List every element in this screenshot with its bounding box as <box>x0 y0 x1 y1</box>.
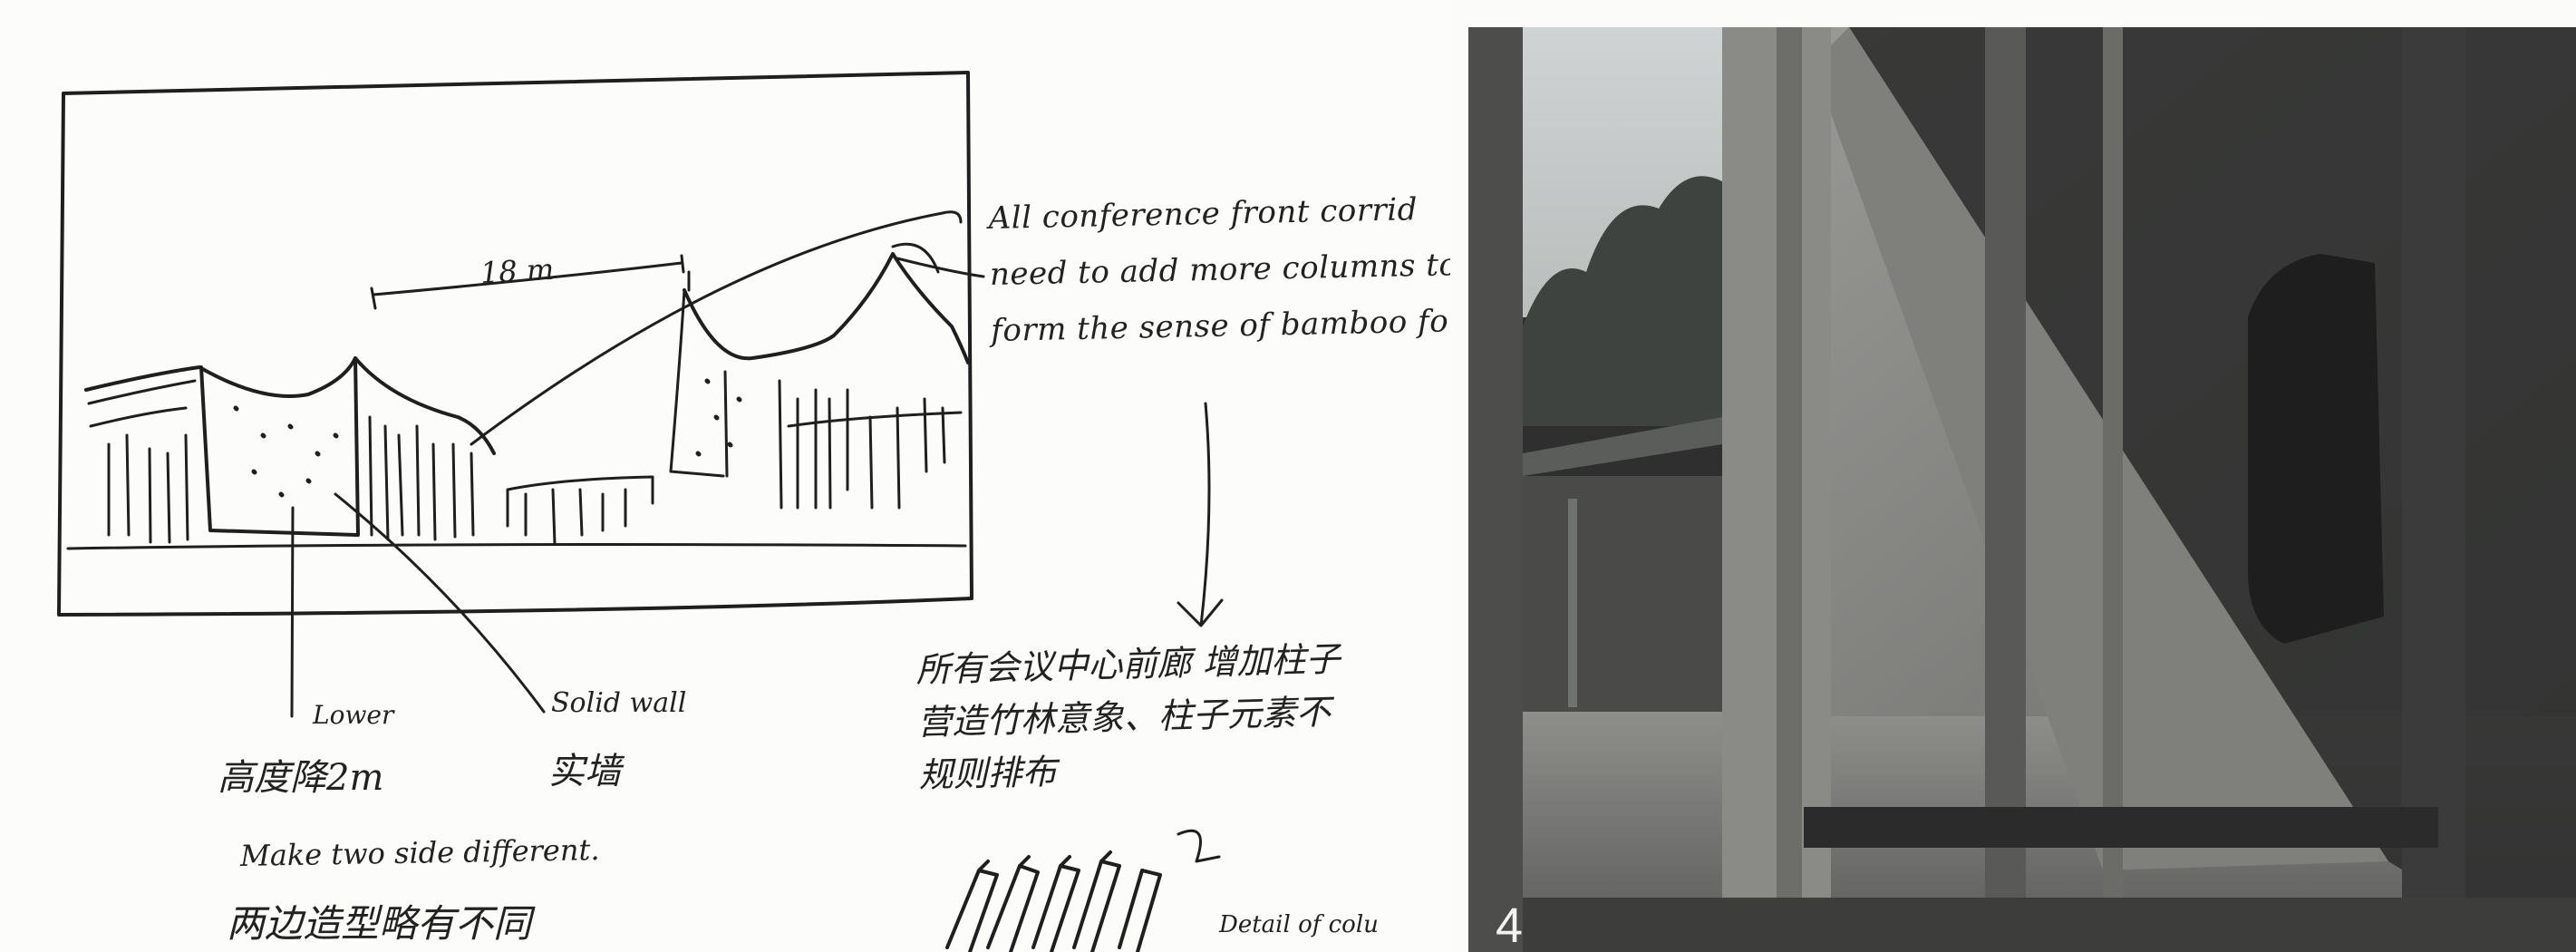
dimension-line <box>372 261 683 296</box>
note-line: need to add more columns to <box>989 247 1450 293</box>
column <box>2402 27 2465 952</box>
ground-line <box>66 543 967 550</box>
note-leader-line <box>470 210 963 446</box>
solid-wall-label: Solid wall <box>551 687 687 719</box>
lower-label: Lower <box>313 700 394 730</box>
right-solid-wall <box>669 288 946 510</box>
sketch-frame <box>57 71 973 617</box>
left-roof-curve <box>84 356 496 455</box>
english-annotation: All conference front corrid need to add … <box>988 180 1450 359</box>
make-two-side-label: Make two side different. <box>239 832 600 873</box>
note-line: 营造竹林意象、柱子元素不 <box>916 692 1332 743</box>
column <box>1468 27 1523 952</box>
column-detail-label: Detail of colu <box>1219 911 1379 938</box>
column <box>2103 27 2123 898</box>
lower-label-cn: 高度降2m <box>218 757 384 799</box>
note-line: 规则排布 <box>917 752 1058 795</box>
solid-wall-label-cn: 实墙 <box>548 751 621 792</box>
chinese-annotation: 所有会议中心前廊 增加柱子 营造竹林意象、柱子元素不 规则排布 <box>915 633 1343 801</box>
left-solid-wall <box>199 356 360 537</box>
note-line: form the sense of bamboo fore <box>990 302 1450 349</box>
photo-image <box>1468 27 2576 952</box>
architectural-sketch: 18 m All conference front corrid need to… <box>57 71 1450 952</box>
column <box>1985 27 2026 952</box>
dimension-label: 18 m <box>479 251 556 290</box>
right-roof-curve <box>683 252 970 364</box>
down-arrow <box>1177 402 1224 627</box>
make-two-side-label-cn: 两边造型略有不同 <box>227 901 532 946</box>
note-line: All conference front corrid <box>988 191 1419 238</box>
column-detail-sketch <box>945 850 1162 952</box>
architecture-photo: 4 <box>1468 27 2576 952</box>
figure-number: 4 <box>1496 899 1524 952</box>
sketch-drawing <box>57 71 1224 952</box>
